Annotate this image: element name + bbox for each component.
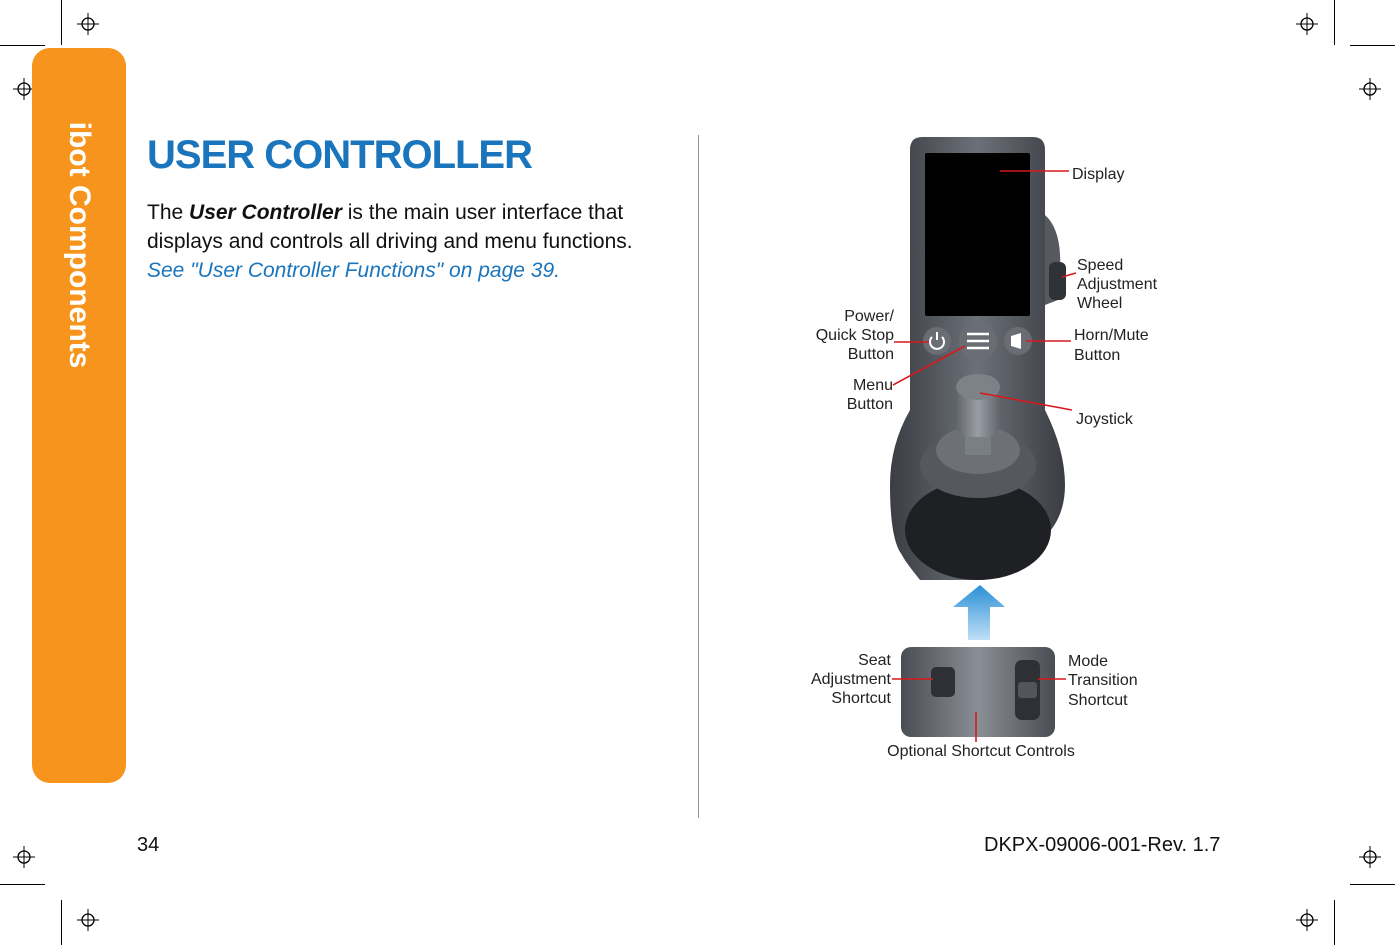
label-horn-1: Horn/Mute [1074, 327, 1149, 344]
label-speed-1: Speed [1077, 257, 1123, 274]
label-speed-2: Adjustment [1077, 276, 1158, 293]
label-seat-1: Seat [858, 652, 891, 669]
user-controller-figure: Display Speed Adjustment Wheel Power/ Qu… [811, 137, 1158, 760]
intro-rest: is the main user interface that displays… [147, 201, 633, 253]
label-display: Display [1072, 166, 1124, 183]
intro-paragraph: The User Controller is the main user int… [147, 198, 667, 285]
intro-the: The [147, 201, 190, 224]
label-mode-1: Mode [1068, 653, 1108, 670]
display-screen [925, 153, 1030, 316]
joystick-top [956, 374, 1000, 400]
horn-icon [1011, 333, 1021, 349]
crop-mark [0, 45, 45, 46]
chapter-tab [32, 48, 126, 783]
controller-base [905, 480, 1051, 580]
menu-icon [967, 332, 989, 350]
chapter-tab-label: ibot Components [63, 121, 96, 369]
label-menu-1: Menu [853, 377, 893, 394]
document-id: DKPX-09006-001-Rev. 1.7 [984, 834, 1221, 856]
crop-mark [0, 884, 45, 885]
label-power-3: Button [848, 346, 894, 363]
crop-mark [61, 900, 62, 945]
registration-mark-icon [13, 78, 35, 100]
crop-mark [1350, 884, 1395, 885]
crop-mark [1350, 45, 1395, 46]
label-seat-2: Adjustment [811, 671, 892, 688]
registration-mark-icon [77, 13, 99, 35]
up-arrow-icon [953, 585, 1005, 640]
label-power-2: Quick Stop [816, 327, 894, 344]
label-menu-2: Button [847, 396, 893, 413]
label-mode-3: Shortcut [1068, 692, 1128, 709]
label-speed-3: Wheel [1077, 295, 1122, 312]
crop-mark [1334, 0, 1335, 45]
crop-mark [1334, 900, 1335, 945]
page-number: 34 [137, 834, 160, 856]
speed-adjustment-wheel [1049, 262, 1066, 300]
mode-transition-rocker [1018, 682, 1037, 698]
registration-mark-icon [1296, 909, 1318, 931]
power-icon [929, 332, 945, 350]
registration-mark-icon [13, 846, 35, 868]
cross-reference-link[interactable]: See "User Controller Functions" on page … [147, 259, 560, 282]
label-optional-shortcuts: Optional Shortcut Controls [887, 743, 1075, 760]
registration-mark-icon [1359, 846, 1381, 868]
power-button [923, 327, 951, 355]
registration-mark-icon [77, 909, 99, 931]
crop-mark [61, 0, 62, 45]
registration-mark-icon [1296, 13, 1318, 35]
seat-adjustment-button [931, 667, 955, 697]
label-seat-3: Shortcut [831, 690, 891, 707]
label-horn-2: Button [1074, 347, 1120, 364]
column-divider [698, 135, 699, 818]
label-power-1: Power/ [844, 308, 894, 325]
registration-mark-icon [1359, 78, 1381, 100]
label-joystick: Joystick [1076, 411, 1134, 428]
label-mode-2: Transition [1068, 672, 1138, 689]
leader-lines [892, 170, 1077, 742]
intro-term: User Controller [189, 201, 342, 224]
page-title: USER CONTROLLER [147, 133, 533, 177]
